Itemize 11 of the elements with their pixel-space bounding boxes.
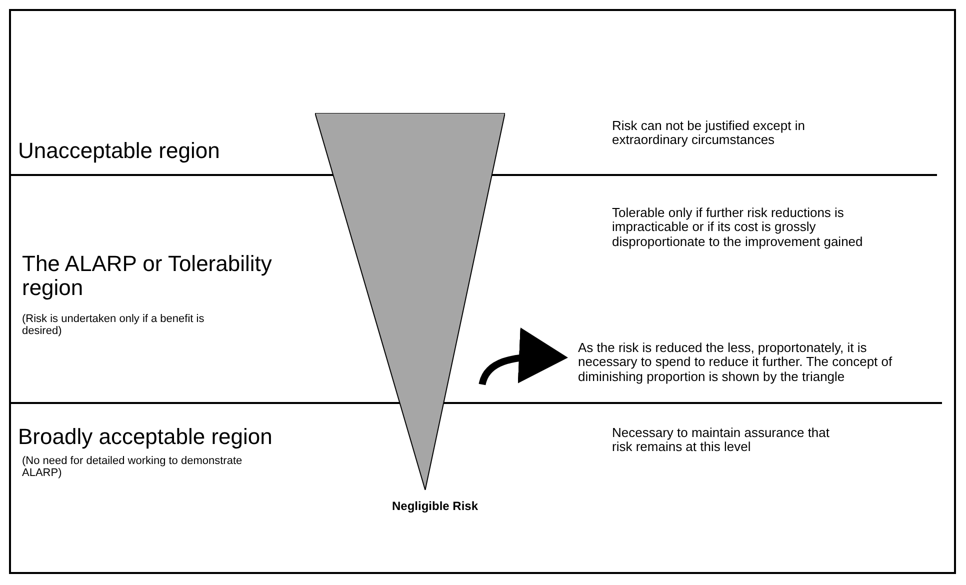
region-note: (Risk is undertaken only if a benefit is desired) xyxy=(22,313,206,338)
region-title: The ALARP or Tolerability region xyxy=(22,252,273,300)
region-note: (No need for detailed working to demonstrate ALARP) xyxy=(22,455,244,480)
note-text: As the risk is reduced the less, proportonately, it is necessary to spend to reduce it further. The concept of diminishing proportion is shown by the triangle xyxy=(578,341,908,384)
region-title: Unacceptable region xyxy=(18,139,221,164)
region-title: Broadly acceptable region xyxy=(18,425,274,450)
apex-caption: Negligible Risk xyxy=(390,500,480,514)
region-description: Risk can not be justified except in extraordinary circumstances xyxy=(612,119,806,148)
curved-arrow xyxy=(478,328,568,386)
region-description: Necessary to maintain assurance that risk remains at this level xyxy=(612,426,830,455)
region-description: Tolerable only if further risk reductions is impracticable or if its cost is grossly disproportionate to the improvement gained xyxy=(612,206,864,249)
